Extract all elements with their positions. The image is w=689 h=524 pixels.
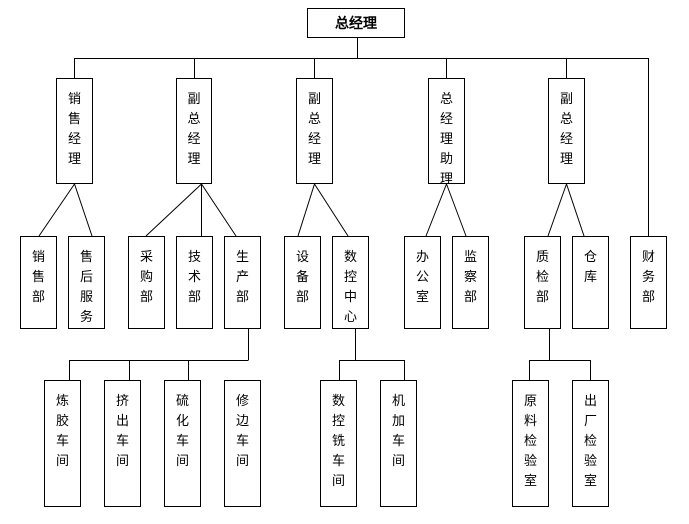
node-finance: 财务部 — [630, 236, 667, 329]
node-vulcanizing-workshop: 硫化车间 — [164, 380, 201, 507]
node-quality: 质检部 — [524, 236, 561, 329]
node-machining-workshop: 机加车间 — [380, 380, 417, 507]
node-sales-manager: 销售经理 — [56, 78, 93, 184]
node-technical: 技术部 — [176, 236, 213, 329]
node-deputy-gm-2: 副总经理 — [296, 78, 333, 184]
node-deputy-gm-3: 副总经理 — [548, 78, 585, 184]
node-cnc-center: 数控中心 — [332, 236, 369, 329]
node-outgoing-inspection-lab: 出厂检验室 — [572, 380, 609, 507]
node-purchasing: 采购部 — [128, 236, 165, 329]
node-general-manager: 总经理 — [307, 8, 405, 38]
node-extrusion-workshop: 挤出车间 — [104, 380, 141, 507]
node-warehouse: 仓库 — [572, 236, 609, 329]
node-trimming-workshop: 修边车间 — [224, 380, 261, 507]
node-raw-material-lab: 原料检验室 — [512, 380, 549, 507]
node-deputy-gm-1: 副总经理 — [176, 78, 212, 184]
node-supervision: 监察部 — [452, 236, 489, 329]
node-sales-dept: 销售部 — [20, 236, 57, 329]
node-mixing-workshop: 炼胶车间 — [44, 380, 81, 507]
node-cnc-milling-workshop: 数控铣车间 — [320, 380, 357, 507]
node-after-sales: 售后服务 — [68, 236, 105, 329]
node-office: 办公室 — [404, 236, 441, 329]
node-gm-assistant: 总经理助理 — [428, 78, 465, 187]
node-equipment: 设备部 — [284, 236, 321, 329]
node-production: 生产部 — [224, 236, 261, 329]
